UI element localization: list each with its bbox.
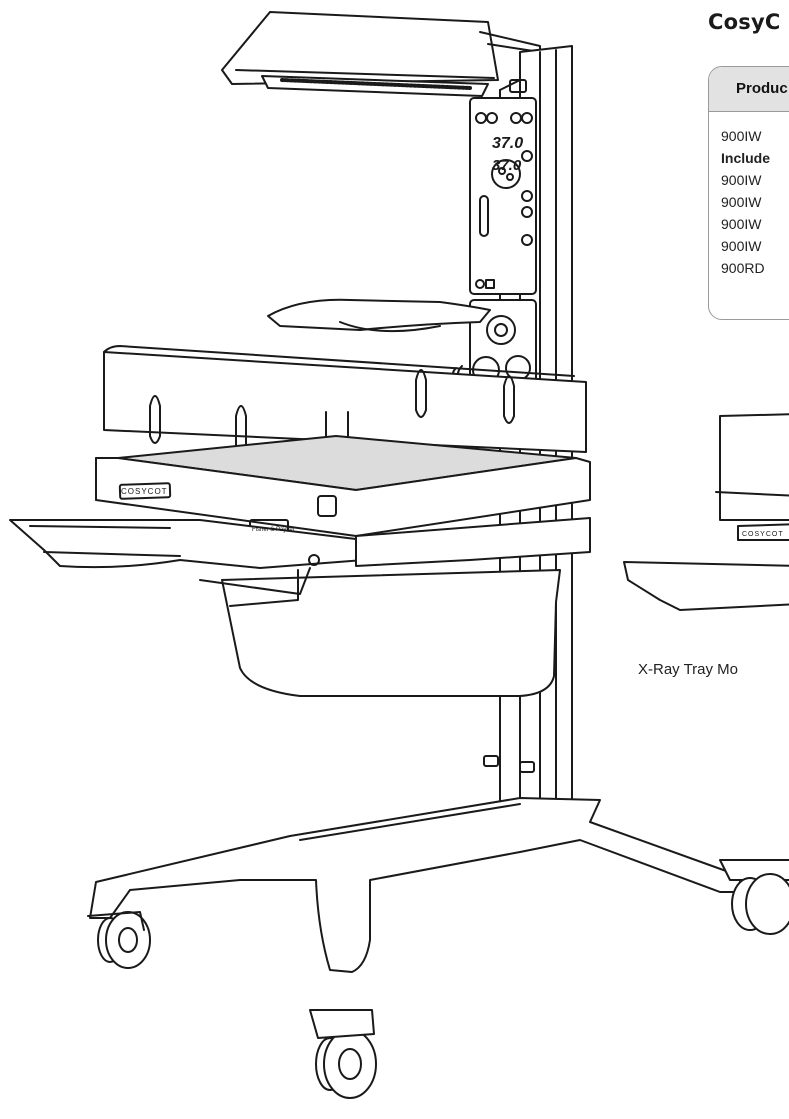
table-row: 900RD [721,260,765,276]
tray-basket [199,554,561,697]
bed-walls [103,345,587,501]
table-row: Include [721,150,771,166]
second-unit-partial [623,413,789,935]
bed-base [95,435,591,537]
heater-head [221,11,541,97]
table-rows: 900IW Include 900IW 900IW 900IW 900IW 90… [709,125,770,279]
instrument-shelf [267,298,491,333]
figure-caption: X-Ray Tray Mo [638,661,739,678]
second-brand-label: COSYCOT [742,531,784,538]
table-row: 900IW [721,216,762,232]
castor-base [87,797,741,1099]
display-actual-temp: 37.0 [492,157,522,174]
table-row: 900IW [721,194,762,210]
brand-label: COSYCOT [121,487,168,496]
control-panel: 37.0 37.0 [469,79,537,295]
table-header: Produc [709,67,789,112]
table-row: 900IW [721,172,762,188]
table-row: 900IW [721,128,762,144]
side-brand-label: Fisher & Paykel [252,527,294,533]
side-tray [9,517,591,569]
display-set-temp: 37.0 [492,135,523,152]
page-title: CosyC [708,10,781,34]
table-row: 900IW [721,238,762,254]
column-base [483,755,535,773]
product-table: Produc 900IW Include 900IW 900IW 900IW 9… [708,66,789,320]
